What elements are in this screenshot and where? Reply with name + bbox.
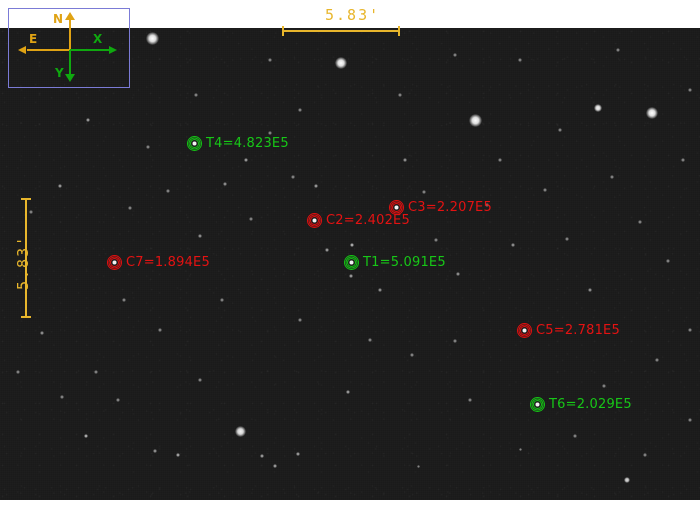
- scale-bar-cap-top: [21, 198, 31, 200]
- marker-label-c5: C5=2.781E5: [536, 323, 620, 338]
- x-label: X: [93, 32, 103, 46]
- photometry-marker-t4[interactable]: [186, 135, 202, 151]
- star-centroid: [112, 260, 116, 264]
- east-label: E: [29, 32, 38, 46]
- orientation-compass-widget[interactable]: N E X Y: [8, 8, 130, 88]
- aperture-ring: [516, 322, 532, 338]
- aperture-ring: [186, 135, 202, 151]
- aperture-ring: [390, 201, 402, 213]
- east-axis-line: [27, 49, 71, 51]
- horizontal-scale-label: 5.83': [325, 6, 381, 24]
- aperture-ring: [529, 396, 545, 412]
- aperture-ring: [306, 212, 322, 228]
- vertical-scale-label: 5.83': [14, 234, 32, 290]
- marker-label-c3: C3=2.207E5: [408, 200, 492, 215]
- scale-bar-cap-bottom: [21, 316, 31, 318]
- aperture-ring: [388, 199, 404, 215]
- aperture-ring: [519, 325, 529, 335]
- aperture-ring: [532, 399, 542, 409]
- north-label: N: [53, 12, 64, 26]
- photometry-marker-c7[interactable]: [106, 254, 122, 270]
- marker-label-t6: T6=2.029E5: [549, 397, 632, 412]
- aperture-ring: [531, 398, 543, 410]
- y-label: Y: [55, 66, 64, 80]
- aperture-ring: [109, 257, 119, 267]
- x-axis-line: [70, 49, 110, 51]
- y-axis-line: [69, 50, 71, 76]
- marker-label-t1: T1=5.091E5: [363, 255, 446, 270]
- marker-label-c2: C2=2.402E5: [326, 213, 410, 228]
- aperture-ring: [391, 202, 401, 212]
- scale-bar-cap-left: [282, 26, 284, 36]
- star-centroid: [522, 328, 526, 332]
- star-centroid: [312, 218, 316, 222]
- east-arrow-head: [18, 46, 26, 54]
- north-arrow-head: [65, 12, 75, 20]
- north-axis-line: [69, 19, 71, 51]
- photometry-marker-t6[interactable]: [529, 396, 545, 412]
- photometry-marker-c2[interactable]: [306, 212, 322, 228]
- photometry-marker-c5[interactable]: [516, 322, 532, 338]
- star-centroid: [394, 205, 398, 209]
- star-centroid: [192, 141, 196, 145]
- aperture-ring: [189, 138, 199, 148]
- marker-label-t4: T4=4.823E5: [206, 136, 289, 151]
- aperture-ring: [188, 137, 200, 149]
- aperture-ring: [309, 215, 319, 225]
- y-arrow-head: [65, 74, 75, 82]
- aperture-ring: [518, 324, 530, 336]
- aperture-ring: [108, 256, 120, 268]
- aperture-ring: [343, 254, 359, 270]
- aperture-ring: [106, 254, 122, 270]
- photometry-marker-c3[interactable]: [388, 199, 404, 215]
- star-centroid: [349, 260, 353, 264]
- scale-bar-line-v: [25, 198, 27, 318]
- star-centroid: [535, 402, 539, 406]
- x-arrow-head: [109, 46, 117, 54]
- scale-bar-line: [282, 30, 400, 32]
- marker-label-c7: C7=1.894E5: [126, 255, 210, 270]
- photometry-marker-t1[interactable]: [343, 254, 359, 270]
- aperture-ring: [346, 257, 356, 267]
- aperture-ring: [308, 214, 320, 226]
- scale-bar-cap-right: [398, 26, 400, 36]
- aperture-ring: [345, 256, 357, 268]
